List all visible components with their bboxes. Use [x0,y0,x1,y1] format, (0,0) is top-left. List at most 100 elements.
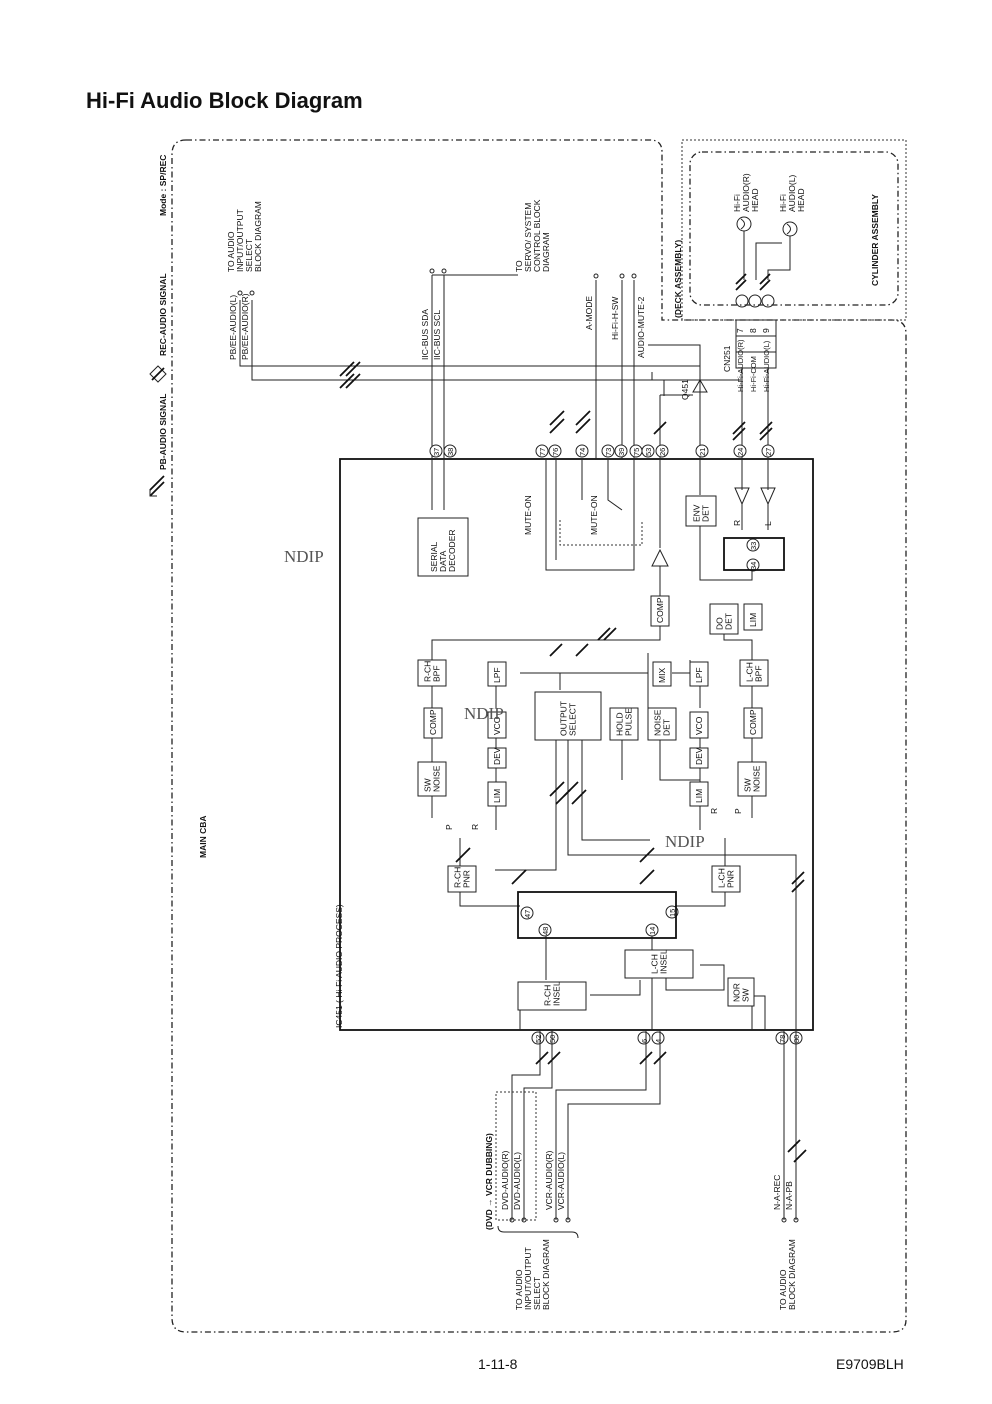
to-audio-block-line-1: TO AUDIO [778,1269,788,1310]
do-det-block-label-2: DET [724,613,734,630]
rec-signal-label: REC-AUDIO SIGNAL [158,273,168,356]
to-audio-io-top-line-1: TO AUDIO [226,231,236,272]
serial-data-decoder-block-label-3: DECODER [447,529,457,572]
to-servo-line-3: CONTROL BLOCK [532,199,542,272]
head-r-line-3: HEAD [750,188,760,212]
hifi-h-sw-label: Hi-Fi-H-SW [610,297,620,340]
head-l-line-3: HEAD [796,188,806,212]
pin-circle [548,444,562,458]
rch-insel-block [517,981,587,1011]
mix-block [652,661,672,687]
watermark-2: NDIP [464,704,504,723]
deck-assembly-frame [681,139,907,321]
mix-block-label: MIX [657,668,667,683]
comp-right-block-label: COMP [748,709,758,735]
switch-r-label-2: R [470,824,480,830]
n-a-rec-label: N-A-REC [772,1175,782,1210]
head-l-line-1: Hi-Fi [778,194,788,212]
pnr-processor-block [517,891,677,939]
vco-right-block-label: VCO [694,716,704,735]
lch-bpf-block-label-1: L-CH [745,662,755,682]
hold-pulse-block-label-2: PULSE [624,708,634,736]
rch-insel-block-label-2: INSEL [552,981,562,1006]
iic-scl-label: IIC-BUS SCL [432,310,442,360]
page-title: Hi-Fi Audio Block Diagram [86,88,363,113]
pin-label: 38 [446,448,455,456]
pin-label: 75 [632,448,641,456]
comp-left-block-label: COMP [428,709,438,735]
pin-label: 34 [749,562,758,570]
mode-label: Mode : SP/REC [158,155,168,216]
lpf-left-block [487,661,507,687]
switch-p-label: P [444,824,454,830]
pin-label: 37 [432,448,441,456]
doc-code: E9709BLH [836,1356,904,1372]
dev-left-block-label: DEV [492,747,502,765]
pin-label: 39 [617,448,626,456]
pb-audio-signal-icon [149,475,165,497]
serial-data-decoder-block-label-1: SERIAL [429,541,439,572]
deck-assembly-label: (DECK ASSEMBLY) [673,240,683,318]
page-number: 1-11-8 [478,1356,518,1372]
to-audio-io-top-line-4: BLOCK DIAGRAM [253,201,263,272]
lim-left-block [487,781,507,807]
output-select-block [534,691,602,741]
mute-on-2-label: MUTE-ON [589,495,599,535]
to-servo-line-2: SERVO/ SYSTEM [523,203,533,272]
head-l-symbol [782,221,798,237]
lch-pnr-block [711,865,741,893]
lpf-left-block-label: LPF [492,667,502,683]
dev-right-block [689,747,709,769]
lch-pnr-block-label-2: PNR [726,870,736,888]
lim-mid-block [689,781,709,807]
pin-circle [443,444,457,458]
dvd-l-label: DVD-AUDIO(L) [512,1152,522,1210]
nor-sw-block [727,977,755,1007]
switch-p-label-2: P [733,808,743,814]
pin-circle [775,1031,789,1045]
head-r-line-1: Hi-Fi [732,194,742,212]
pin-circle [535,444,549,458]
watermark-3: NDIP [665,832,705,851]
pin-circle [520,906,534,920]
head-l-line-2: AUDIO(L) [787,175,797,212]
to-audio-io-bottom-line-3: SELECT [532,1277,542,1310]
pin-label: 4 [654,1039,663,1043]
pb-ee-r-label: PB/EE-AUDIO(R) [240,293,250,360]
rch-pnr-block-label-1: R-CH [453,867,463,888]
sw-noise-right-block-label-1: SW [743,778,753,792]
pin-label: 48 [541,927,550,935]
pin-circle [614,444,628,458]
lim-right-block-label: LIM [748,613,758,627]
pin-label: 24 [736,448,745,456]
pin-label: 33 [749,542,758,550]
q451-label: Q451 [680,379,690,400]
connector-pin-num: 9 [761,328,771,333]
lim-left-block-label: LIM [492,789,502,803]
dubbing-label: (DVD → VCR DUBBING) [484,1133,494,1230]
connector-pin-num: 7 [735,328,745,333]
nor-sw-block-label-2: SW [741,988,751,1002]
rch-bpf-block-label-1: R-CH [423,661,433,682]
output-select-block-label-1: OUTPUT [559,701,569,736]
lch-insel-block [624,949,694,979]
do-det-block-label-1: DO [715,617,725,630]
cylinder-assembly-frame [689,151,899,306]
pin-circle [531,1031,545,1045]
vco-left-block [487,711,507,739]
lch-bpf-block [739,659,769,687]
sw-noise-right-block-label-2: NOISE [752,765,762,792]
to-audio-io-bottom-line-4: BLOCK DIAGRAM [541,1239,551,1310]
lch-bpf-block-label-2: BPF [754,665,764,682]
pin-label: 26 [658,448,667,456]
rch-bpf-block-label-2: BPF [432,665,442,682]
lim-right-block [743,603,763,631]
switch-r-label: R [732,520,742,526]
to-audio-block-line-2: BLOCK DIAGRAM [787,1239,797,1310]
pin-label: 74 [578,448,587,456]
mute-on-1-label: MUTE-ON [523,495,533,535]
a-mode-label: A-MODE [584,296,594,330]
pin-label: 15 [668,909,677,917]
comp-left-block [423,707,443,739]
rch-pnr-block-label-2: PNR [462,870,472,888]
